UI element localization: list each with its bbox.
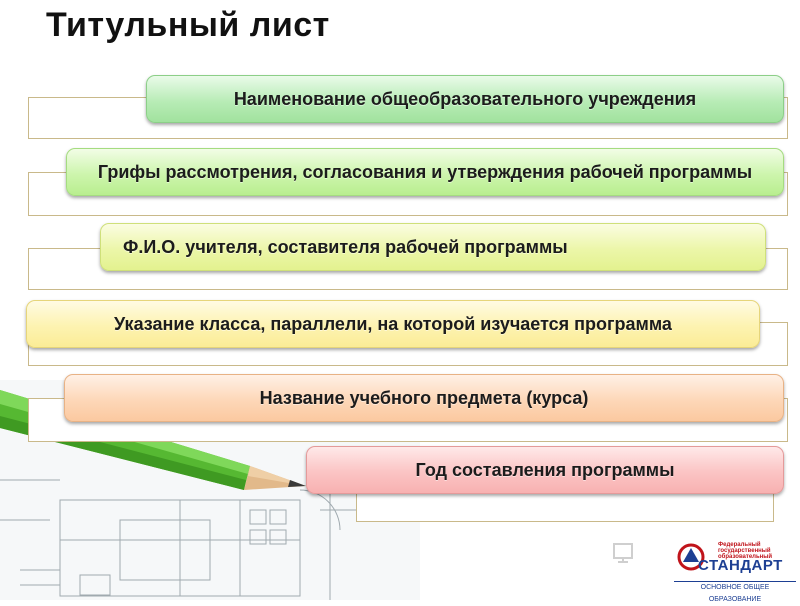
- logo-line-2: государственный: [718, 548, 771, 554]
- item-label-subject: Название учебного предмета (курса): [64, 374, 784, 422]
- item-label-teacher-name: Ф.И.О. учителя, составителя рабочей прог…: [100, 223, 766, 271]
- item-label-institution: Наименование общеобразовательного учрежд…: [146, 75, 784, 123]
- standard-emblem-icon: [677, 543, 705, 571]
- watermark-icon: [613, 543, 633, 563]
- logo-line-3: образовательный: [718, 554, 773, 560]
- fgos-logo: Федеральный государственный образователь…: [672, 540, 796, 603]
- item-label-year: Год составления программы: [306, 446, 784, 494]
- page-title: Титульный лист: [46, 6, 330, 44]
- item-label-class: Указание класса, параллели, на которой и…: [26, 300, 760, 348]
- item-label-approval-stamps: Грифы рассмотрения, согласования и утвер…: [66, 148, 784, 196]
- logo-main-text: СТАНДАРТ: [698, 557, 783, 574]
- logo-bottom-text: ОСНОВНОЕ ОБЩЕЕ ОБРАЗОВАНИЕ: [674, 581, 796, 603]
- logo-line-1: Федеральный: [718, 542, 761, 548]
